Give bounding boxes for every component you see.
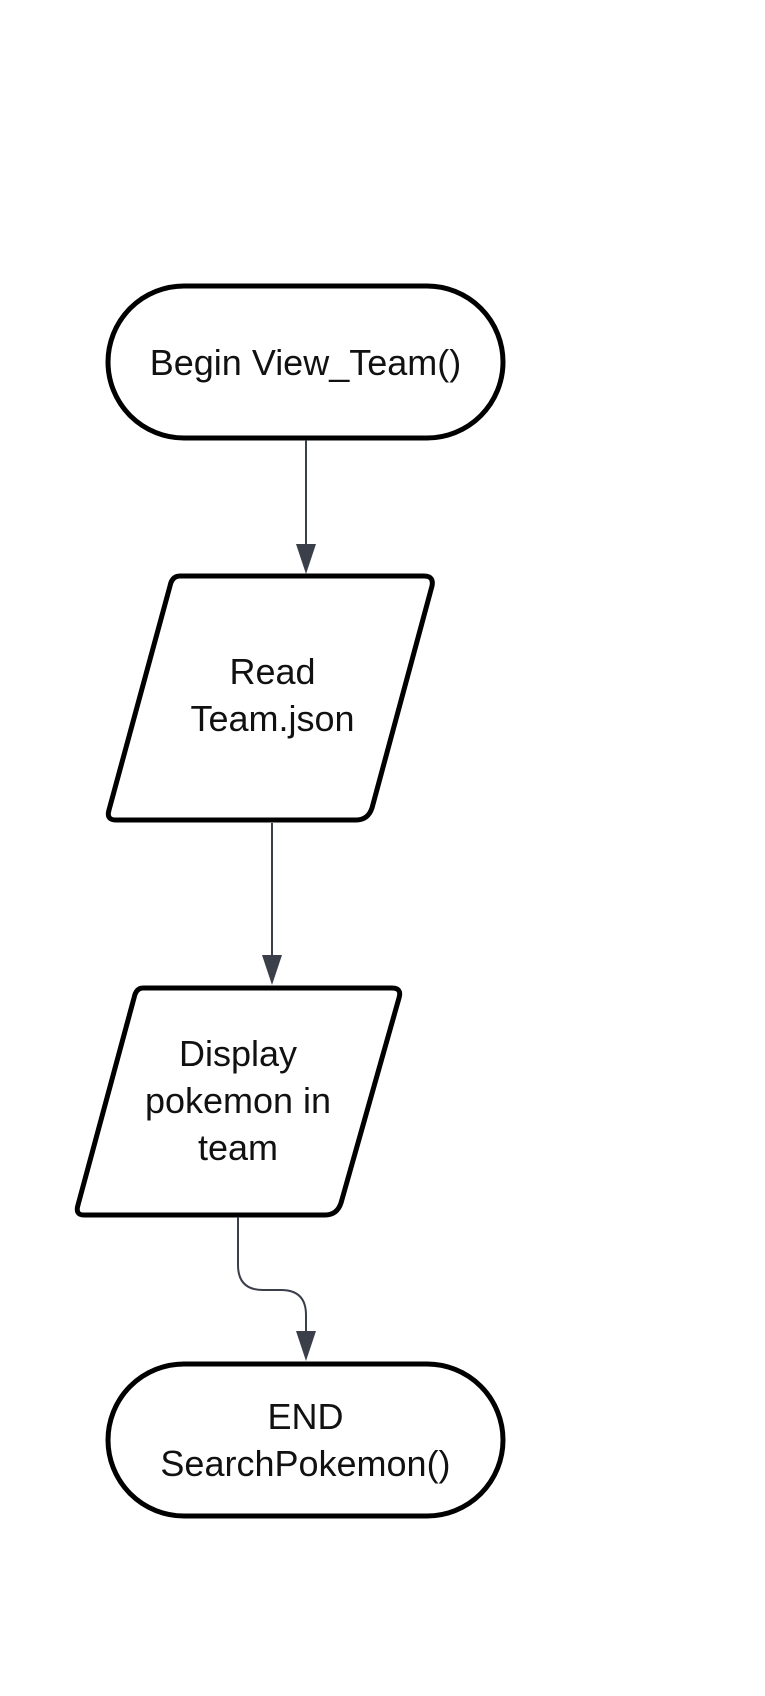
end-terminator-shape[interactable] bbox=[105, 1361, 506, 1519]
begin-node-label: Begin View_Team() bbox=[149, 341, 462, 383]
read-io-shape[interactable] bbox=[105, 573, 435, 823]
edge-read-to-display bbox=[262, 823, 282, 985]
edge-begin-to-read bbox=[296, 440, 316, 574]
end-node-label: END SearchPokemon() bbox=[160, 1396, 451, 1484]
arrowhead-icon bbox=[296, 544, 316, 574]
arrowhead-icon bbox=[296, 1331, 316, 1361]
read-node-label: Read Team.json bbox=[190, 651, 355, 739]
arrowhead-icon bbox=[262, 955, 282, 985]
display-io-shape[interactable] bbox=[74, 985, 403, 1218]
edge-display-to-end bbox=[237, 1217, 316, 1361]
display-node-label: Display pokemon in team bbox=[144, 1032, 332, 1168]
begin-terminator-shape[interactable] bbox=[105, 283, 506, 441]
